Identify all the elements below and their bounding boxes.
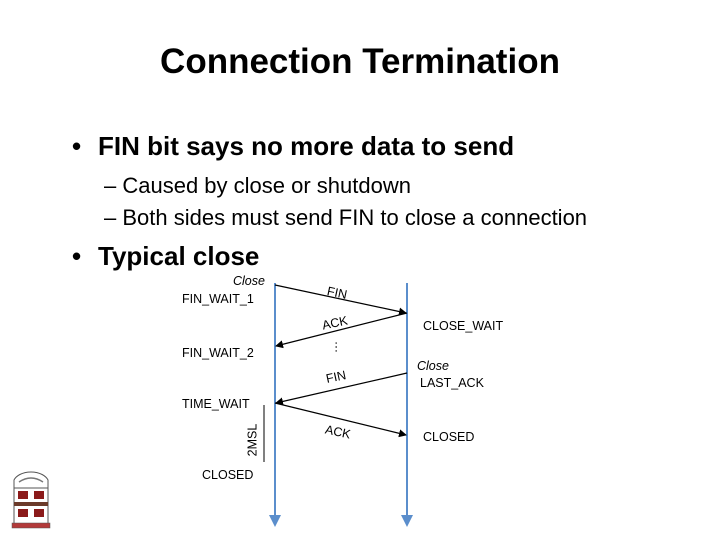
- label-fin-wait-2: FIN_WAIT_2: [182, 346, 254, 360]
- ack-arrow-1: [275, 312, 408, 349]
- ack-arrow-2: [274, 402, 407, 438]
- label-close-wait: CLOSE_WAIT: [423, 319, 504, 333]
- university-shield-logo: [11, 471, 51, 529]
- label-closed-right: CLOSED: [423, 430, 475, 444]
- bullet-typical-close: • Typical close: [72, 241, 260, 272]
- sub-bullet-text: Caused by close or shutdown: [122, 173, 411, 198]
- label-closed-left: CLOSED: [202, 468, 254, 482]
- sub-bullet-text: Both sides must send FIN to close a conn…: [122, 205, 588, 230]
- bullet-dot: •: [72, 241, 82, 271]
- fin-arrow-2: [275, 372, 408, 406]
- label-last-ack: LAST_ACK: [420, 376, 484, 390]
- bullet-text: FIN bit says no more data to send: [98, 131, 515, 161]
- slide-title: Connection Termination: [160, 42, 560, 81]
- label-time-wait: TIME_WAIT: [182, 397, 250, 411]
- label-2msl: 2MSL: [245, 423, 260, 457]
- label-close-left: Close: [233, 274, 265, 288]
- bullet-text: Typical close: [98, 241, 260, 271]
- fin-arrow-1: [274, 284, 407, 316]
- label-fin-wait-1: FIN_WAIT_1: [182, 292, 254, 306]
- bullet-fin-bit: • FIN bit says no more data to send: [72, 131, 515, 162]
- msg-ellipsis: …: [332, 340, 347, 354]
- sub-bullet-caused-by: – Caused by close or shutdown: [104, 173, 411, 198]
- bullet-dot: •: [72, 131, 82, 161]
- label-close-right: Close: [417, 359, 449, 373]
- sub-bullet-both-sides: – Both sides must send FIN to close a co…: [104, 205, 588, 230]
